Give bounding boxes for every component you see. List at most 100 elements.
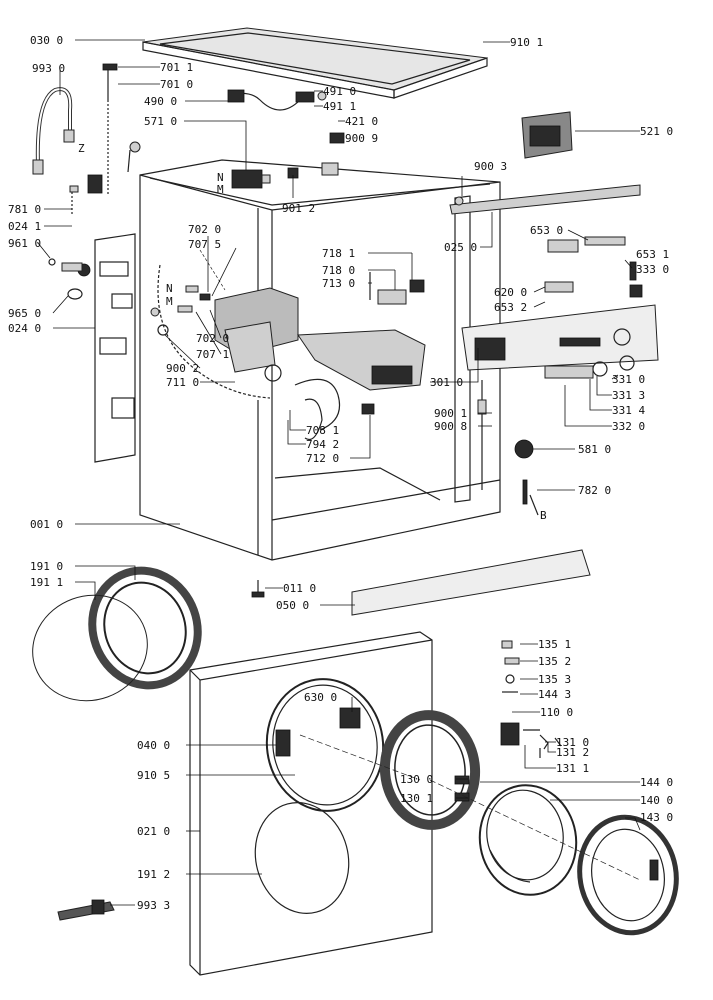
callout-labels: 030 0 910 1 993 0 701 1 701 0 490 0 491 … — [8, 34, 673, 912]
inlet-hose-part — [32, 87, 75, 175]
label-9101: 910 1 — [510, 36, 543, 49]
label-1910: 191 0 — [30, 560, 63, 573]
label-1430: 143 0 — [640, 811, 673, 824]
label-6530: 653 0 — [530, 224, 563, 237]
label-3314: 331 4 — [612, 404, 645, 417]
leader-lines — [37, 39, 641, 906]
right-small-parts — [501, 640, 520, 693]
label-9002: 900 2 — [166, 362, 199, 375]
front-panel-part — [189, 631, 433, 976]
label-7120: 712 0 — [306, 452, 339, 465]
kickplate-part — [251, 549, 591, 616]
top-cover-part — [142, 27, 488, 99]
tool-part — [57, 899, 115, 921]
label-1911: 191 1 — [30, 576, 63, 589]
label-5710: 571 0 — [144, 115, 177, 128]
label-0240: 024 0 — [8, 322, 41, 335]
label-7071: 707 1 — [196, 348, 229, 361]
label-1400: 140 0 — [640, 794, 673, 807]
valve-part — [231, 132, 345, 189]
label-5210: 521 0 — [640, 125, 673, 138]
door-seal-part — [32, 566, 202, 702]
top-rail-part — [449, 184, 641, 215]
label-7020a: 702 0 — [188, 223, 221, 236]
label-1443: 144 3 — [538, 688, 571, 701]
pump-parts — [304, 380, 487, 490]
door-ring-part — [577, 814, 679, 936]
control-board-part — [521, 111, 573, 159]
label-n-1: N — [166, 282, 173, 295]
door-glass-part — [478, 784, 578, 896]
door-handle-part — [500, 722, 562, 758]
label-7081: 708 1 — [306, 424, 339, 437]
timer-part — [514, 439, 534, 505]
small-parts-top — [69, 63, 141, 215]
label-7011: 701 1 — [160, 61, 193, 74]
label-1351: 135 1 — [538, 638, 571, 651]
label-9610: 961 0 — [8, 237, 41, 250]
label-1312: 131 2 — [556, 746, 589, 759]
cabinet-body-part — [139, 159, 501, 561]
label-7075: 707 5 — [188, 238, 221, 251]
label-0300: 030 0 — [30, 34, 63, 47]
label-6532: 653 2 — [494, 301, 527, 314]
label-0400: 040 0 — [137, 739, 170, 752]
label-0110: 011 0 — [283, 582, 316, 595]
label-1912: 191 2 — [137, 868, 170, 881]
label-4910: 491 0 — [323, 85, 356, 98]
label-0210: 021 0 — [137, 825, 170, 838]
label-7942: 794 2 — [306, 438, 339, 451]
label-m-2: M — [217, 183, 224, 196]
label-6300: 630 0 — [304, 691, 337, 704]
label-7010: 701 0 — [160, 78, 193, 91]
label-9009: 900 9 — [345, 132, 378, 145]
dispenser-part — [214, 272, 426, 431]
label-6200: 620 0 — [494, 286, 527, 299]
label-7020b: 702 0 — [196, 332, 229, 345]
label-0250: 025 0 — [444, 241, 477, 254]
label-1100: 110 0 — [540, 706, 573, 719]
guide-lines — [199, 249, 641, 881]
label-1440: 144 0 — [640, 776, 673, 789]
label-1310: 131 0 — [556, 736, 589, 749]
label-6531: 653 1 — [636, 248, 669, 261]
label-1352: 135 2 — [538, 655, 571, 668]
label-3313: 331 3 — [612, 389, 645, 402]
label-7810: 781 0 — [8, 203, 41, 216]
label-9003: 900 3 — [474, 160, 507, 173]
label-9930: 993 0 — [32, 62, 65, 75]
left-small-parts — [48, 258, 211, 336]
wire-harness-part — [227, 89, 327, 111]
label-1353: 135 3 — [538, 673, 571, 686]
label-9105: 910 5 — [137, 769, 170, 782]
label-4210: 421 0 — [345, 115, 378, 128]
label-0500: 050 0 — [276, 599, 309, 612]
rear-panel-part — [94, 233, 136, 463]
label-7181: 718 1 — [322, 247, 355, 260]
label-3330: 333 0 — [636, 263, 669, 276]
label-9650: 965 0 — [8, 307, 41, 320]
control-panel-part — [461, 236, 659, 379]
label-1300: 130 0 — [400, 773, 433, 786]
label-z: Z — [78, 142, 85, 155]
label-9008: 900 8 — [434, 420, 467, 433]
label-1301: 130 1 — [400, 792, 433, 805]
label-9933: 993 3 — [137, 899, 170, 912]
label-1311: 131 1 — [556, 762, 589, 775]
door-frame-part — [379, 710, 481, 830]
label-7110: 711 0 — [166, 376, 199, 389]
label-4900: 490 0 — [144, 95, 177, 108]
wire-b-part — [529, 494, 539, 516]
label-5810: 581 0 — [578, 443, 611, 456]
label-7130: 713 0 — [322, 277, 355, 290]
label-9001: 900 1 — [434, 407, 467, 420]
label-7820: 782 0 — [578, 484, 611, 497]
label-4911: 491 1 — [323, 100, 356, 113]
label-b: B — [540, 509, 547, 522]
label-3310: 331 0 — [612, 373, 645, 386]
label-m-1: M — [166, 295, 173, 308]
label-0010: 001 0 — [30, 518, 63, 531]
label-9012: 901 2 — [282, 202, 315, 215]
